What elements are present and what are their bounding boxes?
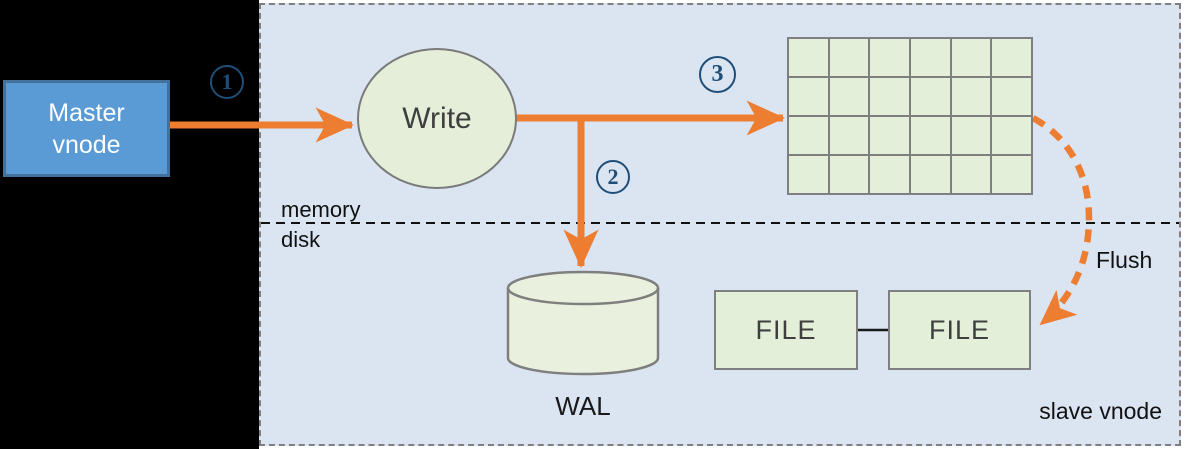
memtable-cell	[991, 155, 1032, 194]
file-node-2-label: FILE	[928, 314, 991, 345]
file-node-1-label: FILE	[755, 314, 817, 345]
step-badge-2-number: 2	[607, 164, 619, 189]
memtable-cell	[950, 38, 992, 77]
memtable-cell	[828, 38, 870, 77]
file-node-2: FILE	[888, 290, 1031, 370]
memtable-cell	[950, 116, 992, 155]
memtable-cell	[910, 155, 951, 194]
slave-vnode-label: slave vnode	[1039, 398, 1162, 424]
memtable-cell	[788, 77, 829, 116]
memtable-cell	[991, 38, 1032, 77]
step-badge-3: 3	[699, 56, 736, 93]
memtable-cell	[788, 155, 829, 194]
wal-label: WAL	[555, 391, 611, 421]
memtable-cell	[869, 116, 910, 155]
memtable-cell	[869, 38, 910, 77]
master-vnode-node: Master vnode	[3, 80, 170, 177]
memory-label: memory	[281, 197, 361, 222]
memtable-cell	[788, 116, 829, 155]
step-badge-1-number: 1	[221, 69, 233, 94]
memtable-cell	[788, 38, 829, 77]
step-badge-3-number: 3	[711, 61, 724, 87]
memtable-cell	[869, 77, 910, 116]
memtable-cell	[991, 116, 1032, 155]
flush-label: Flush	[1096, 247, 1153, 273]
memtable-cell	[828, 155, 870, 194]
file-node-1: FILE	[714, 290, 858, 370]
memtable-cell	[828, 116, 870, 155]
memtable-cell	[828, 77, 870, 116]
memtable-cell	[991, 77, 1032, 116]
memtable-cell	[950, 155, 992, 194]
write-node: Write	[357, 48, 517, 189]
memtable-cell	[910, 77, 951, 116]
memtable-cell	[950, 77, 992, 116]
write-node-label: Write	[402, 101, 472, 135]
master-vnode-label-line1: Master	[48, 98, 125, 127]
step-badge-1: 1	[210, 65, 244, 99]
memtable-cell	[910, 116, 951, 155]
memtable-grid	[787, 37, 1033, 195]
memtable-cell	[910, 38, 951, 77]
disk-label: disk	[281, 227, 321, 252]
memtable-cell	[869, 155, 910, 194]
step-badge-2: 2	[596, 160, 630, 194]
master-vnode-label-line2: vnode	[52, 130, 121, 159]
